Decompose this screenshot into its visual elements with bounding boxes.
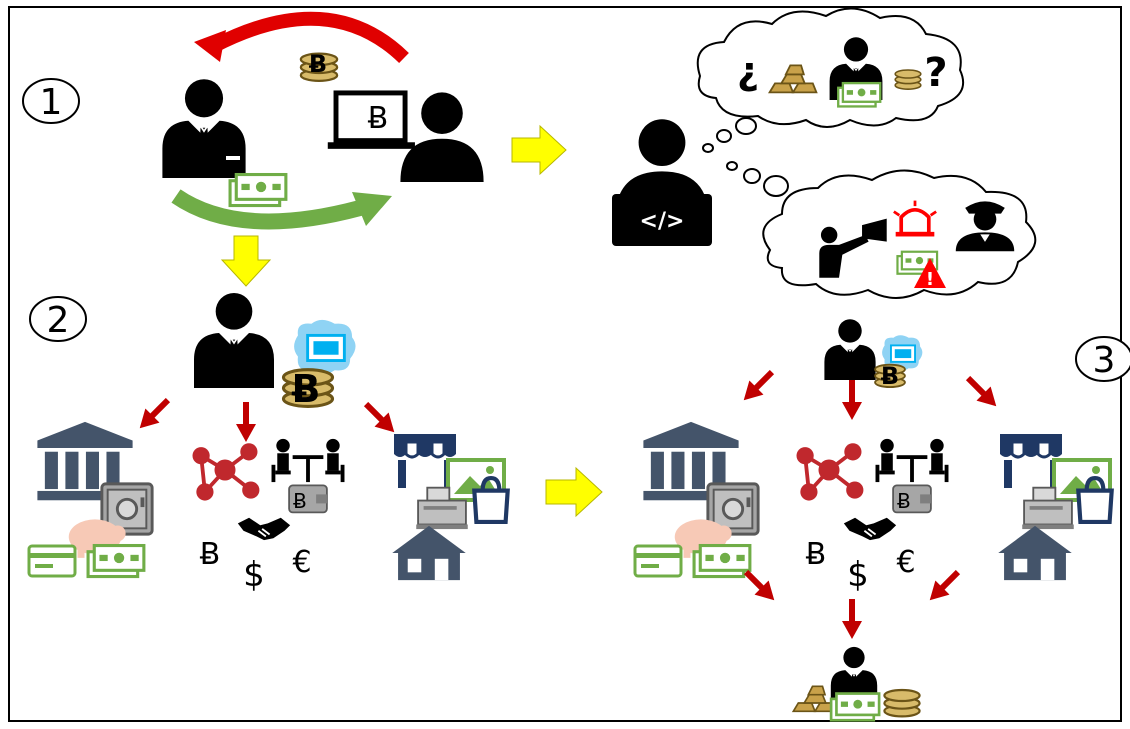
dollar-symbol: $ bbox=[847, 555, 869, 595]
cash-icon bbox=[692, 543, 752, 579]
analyst-cluster: </> ¿ ? ! bbox=[612, 7, 1037, 299]
network-icon bbox=[190, 441, 262, 503]
step-1-label: 1 bbox=[40, 82, 63, 123]
step-3-marker bbox=[1075, 336, 1130, 382]
curved-arrow-red-head bbox=[194, 30, 226, 62]
bitcoin-symbol: Ƀ bbox=[806, 537, 827, 572]
yellow-arrow-to-step-2 bbox=[220, 235, 272, 287]
red-arrow-right bbox=[358, 396, 402, 440]
cash-icon bbox=[829, 692, 881, 722]
network-icon bbox=[794, 441, 866, 503]
laptop-bitcoin-symbol: Ƀ bbox=[368, 101, 389, 136]
red-arrow-down bbox=[236, 402, 256, 442]
red-arrow-converge-right bbox=[922, 564, 966, 608]
curved-arrow-red bbox=[210, 11, 409, 64]
red-arrow-left bbox=[736, 364, 780, 408]
step-1-marker bbox=[22, 78, 80, 124]
step-2-label: 2 bbox=[47, 300, 70, 341]
coins-small-icon bbox=[894, 69, 922, 90]
bitcoin-symbol-launder: Ƀ bbox=[292, 367, 321, 411]
bitcoin-symbol-launder: Ƀ bbox=[881, 362, 899, 390]
close-question-mark: ? bbox=[924, 50, 947, 96]
launderer-businessman-icon bbox=[192, 291, 276, 388]
step-1-cluster: Ƀ Ƀ 1 bbox=[22, 11, 484, 230]
handshake-icon bbox=[236, 516, 292, 542]
thought-dot bbox=[702, 143, 714, 153]
house-icon bbox=[998, 525, 1072, 581]
bitcoin-symbol-coins: Ƀ bbox=[309, 50, 327, 78]
thought-dot bbox=[726, 161, 738, 171]
meeting-icon bbox=[875, 438, 949, 483]
red-arrow-down bbox=[842, 380, 862, 420]
red-arrow-left bbox=[132, 392, 176, 436]
warning-triangle-icon bbox=[914, 258, 946, 288]
red-arrow-right bbox=[960, 370, 1004, 414]
euro-symbol: € bbox=[292, 545, 311, 580]
step-2-cluster: 2 Ƀ Ƀ Ƀ $ € bbox=[27, 291, 508, 595]
thought-dot bbox=[743, 168, 761, 184]
curved-arrow-green-head bbox=[352, 192, 392, 226]
analyst-laptop bbox=[612, 194, 712, 246]
bitcoin-symbol: Ƀ bbox=[200, 537, 221, 572]
step-3-label: 3 bbox=[1093, 340, 1116, 381]
thought-dot bbox=[735, 117, 757, 135]
cash-icon bbox=[228, 172, 288, 208]
washing-machine-icon bbox=[292, 318, 358, 376]
dollar-symbol: $ bbox=[243, 555, 265, 595]
yellow-arrow-to-analyst bbox=[511, 124, 567, 176]
thought-cloud-top bbox=[696, 7, 965, 128]
card-icon bbox=[27, 544, 77, 578]
wallet-bitcoin-symbol: Ƀ bbox=[897, 489, 911, 513]
businessman-icon bbox=[161, 78, 247, 178]
pocket-square bbox=[226, 156, 240, 160]
thought-dot bbox=[763, 175, 789, 197]
euro-symbol: € bbox=[896, 545, 915, 580]
launderer-businessman-icon bbox=[823, 318, 877, 380]
step-2-marker bbox=[29, 296, 87, 342]
warning-mark: ! bbox=[926, 269, 934, 290]
cash-small-icon bbox=[837, 81, 882, 108]
coins-icon bbox=[883, 688, 921, 718]
card-icon bbox=[633, 544, 683, 578]
red-arrow-converge-down bbox=[842, 599, 862, 639]
cash-icon bbox=[86, 543, 146, 579]
step-3-cluster: 3 Ƀ Ƀ Ƀ $ € bbox=[633, 318, 1130, 722]
wallet-bitcoin-symbol: Ƀ bbox=[293, 489, 307, 513]
house-icon bbox=[392, 525, 466, 581]
yellow-arrow-to-step-3 bbox=[545, 466, 603, 518]
thought-dot bbox=[716, 129, 732, 143]
laptop-code-symbol: </> bbox=[640, 209, 685, 234]
buyer-person-icon bbox=[400, 92, 484, 182]
handshake-icon bbox=[842, 516, 898, 542]
meeting-icon bbox=[271, 438, 345, 483]
open-question-mark: ¿ bbox=[737, 49, 759, 93]
curved-arrow-green bbox=[171, 189, 363, 230]
